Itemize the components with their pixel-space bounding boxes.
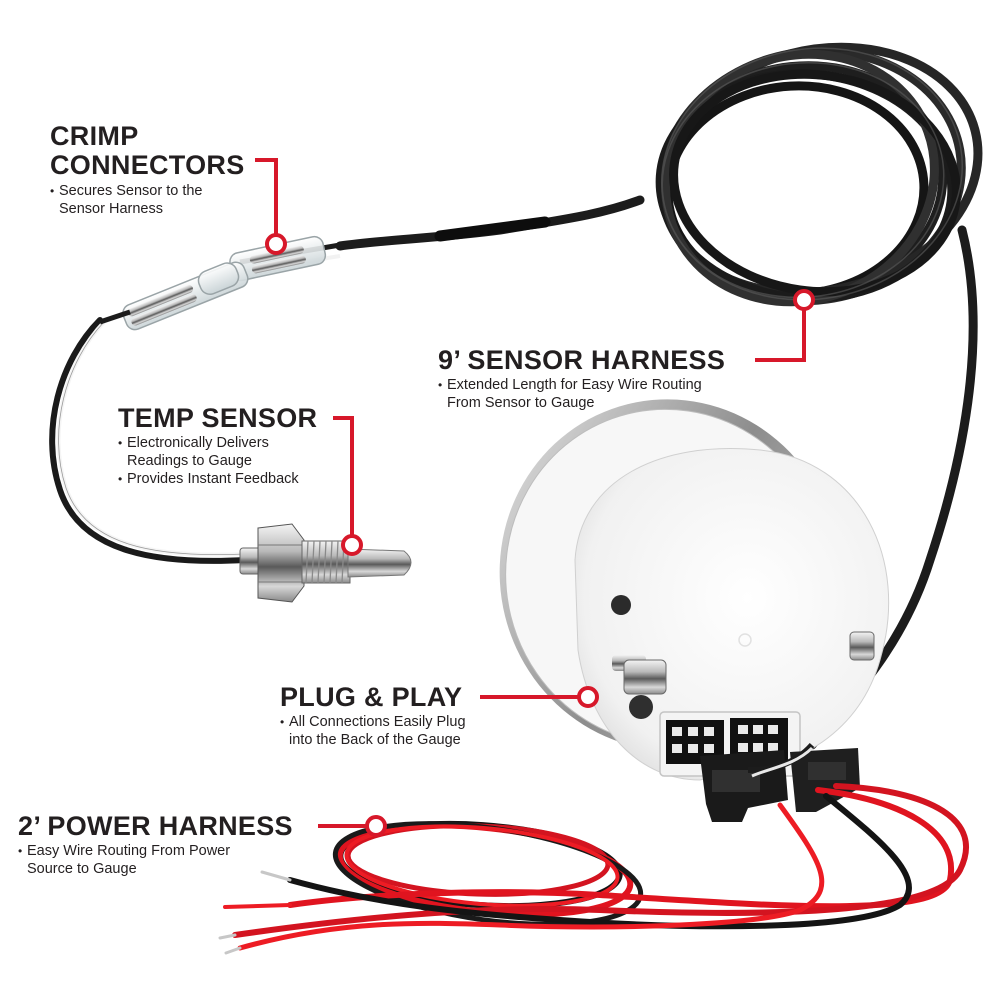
sensor-harness-wire (335, 195, 645, 251)
callout-leaders (255, 158, 806, 828)
bullet-item: All Connections Easily Plug into the Bac… (280, 713, 466, 749)
bullet-item: Electronically Delivers Readings to Gaug… (118, 434, 317, 470)
callout-bullets: Secures Sensor to the Sensor Harness (50, 182, 245, 218)
callout-markers (265, 233, 815, 837)
bullet-item: Secures Sensor to the Sensor Harness (50, 182, 245, 218)
callout-title: 9’ SENSOR HARNESS (438, 345, 726, 375)
callout-power-harness: 2’ POWER HARNESS Easy Wire Routing From … (18, 813, 293, 878)
gauge-back-housing-icon (499, 399, 889, 822)
callout-bullets: Extended Length for Easy Wire Routing Fr… (438, 376, 725, 412)
temp-sensor-probe-icon (239, 523, 412, 603)
callout-temp-sensor: TEMP SENSOR Electronically Delivers Read… (118, 403, 318, 489)
bullet-item: Easy Wire Routing From Power Source to G… (18, 842, 293, 878)
callout-sensor-harness: 9’ SENSOR HARNESS Extended Length for Ea… (438, 347, 725, 412)
callout-title: 2’ POWER HARNESS (18, 811, 293, 841)
callout-bullets: Electronically Delivers Readings to Gaug… (118, 434, 317, 488)
callout-bullets: All Connections Easily Plug into the Bac… (280, 713, 466, 749)
bullet-item: Extended Length for Easy Wire Routing Fr… (438, 376, 725, 412)
crimp-connector-icon (99, 235, 341, 331)
callout-plug-and-play: PLUG & PLAY All Connections Easily Plug … (280, 684, 466, 749)
callout-title: TEMP SENSOR (118, 403, 318, 433)
callout-crimp-connectors: CRIMP CONNECTORS Secures Sensor to the S… (50, 122, 245, 218)
callout-title: CRIMP CONNECTORS (50, 121, 245, 180)
callout-bullets: Easy Wire Routing From Power Source to G… (18, 842, 293, 878)
power-harness-wires (218, 783, 969, 955)
callout-title: PLUG & PLAY (280, 682, 463, 712)
bullet-item: Provides Instant Feedback (118, 470, 317, 488)
